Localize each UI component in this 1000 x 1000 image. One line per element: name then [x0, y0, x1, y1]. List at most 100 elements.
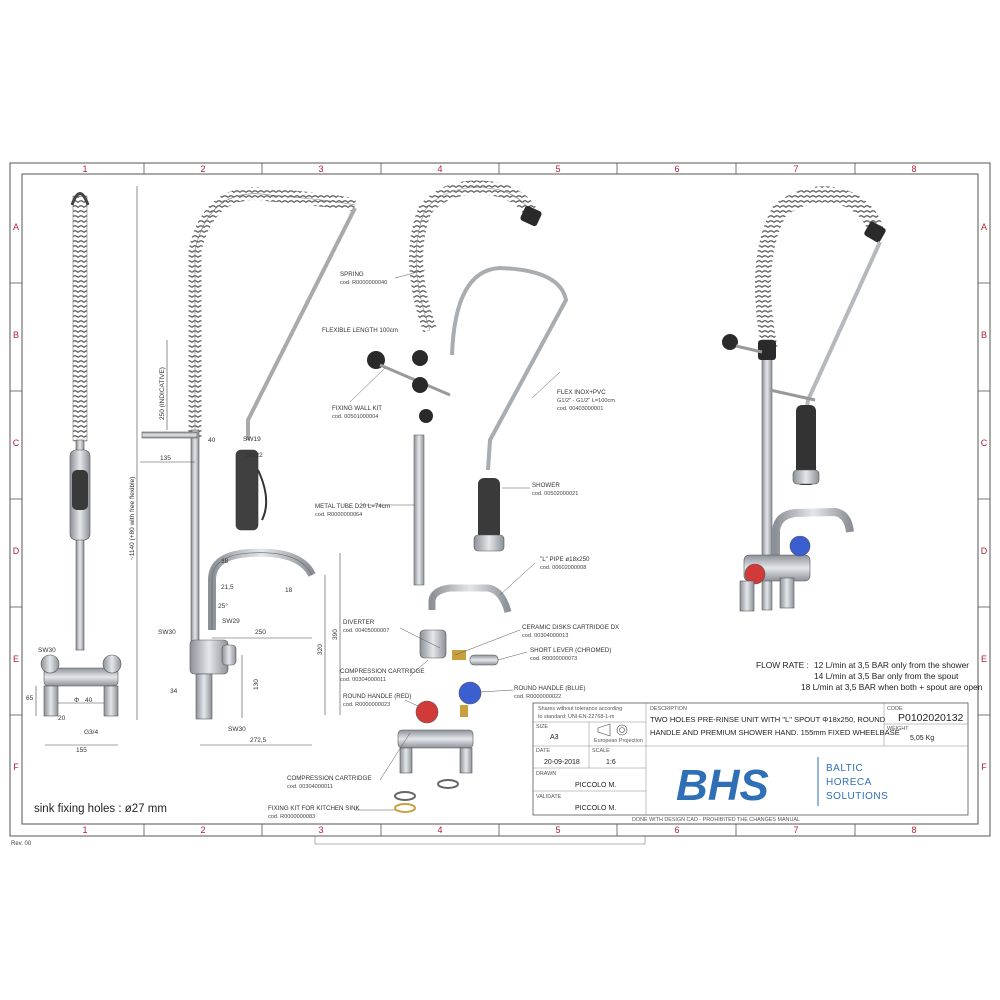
side-d215: 21,5: [221, 584, 234, 591]
metal-tube: [413, 434, 425, 586]
tb-drawn: PICCOLO M.: [575, 782, 616, 789]
flow-rate-line-2: 14 L/min at 3,5 Bar only from the spout: [814, 671, 959, 681]
side-d18: 18: [285, 587, 293, 594]
side-view: ~1140 (+80 with free flexible) 250 (INDI…: [129, 186, 398, 746]
grid-row-a-right: A: [981, 222, 987, 232]
tb-drawn-label: DRAWN: [536, 771, 556, 777]
exploded-shower: [478, 478, 500, 548]
side-d320: 320: [317, 644, 324, 655]
grid-labels-right: A B C D E F: [981, 222, 988, 772]
assembled-spring: [754, 186, 884, 352]
side-indicative: 250 (INDICATIVE): [159, 367, 166, 420]
side-d135: 135: [160, 455, 171, 462]
wall-kit-ring-1: [412, 350, 428, 366]
side-total-height: ~1140 (+80 with free flexible): [129, 477, 136, 560]
front-view: SW30 Φ 40 65 20 G3/4 155: [26, 192, 122, 754]
side-sw30-bottom: SW30: [228, 726, 246, 733]
grid-col-3-top: 3: [318, 164, 323, 174]
tb-weight: 5,05 Kg: [910, 735, 934, 742]
side-lever: [221, 644, 237, 666]
tb-tolerance-2: to standard: UNI-EN-22768-1-m: [538, 714, 615, 720]
grid-row-d-right: D: [981, 546, 988, 556]
revision-strip: [314, 835, 646, 845]
side-shower-lever: [257, 469, 268, 521]
compression-cartridge-1: [460, 705, 468, 717]
assembled-leg-right: [779, 577, 795, 609]
side-d40: 40: [208, 437, 216, 444]
leader-lines: [349, 269, 561, 811]
flex-hose: [450, 265, 569, 471]
company-line-1: BALTIC: [826, 763, 863, 774]
flow-rate: FLOW RATE : 12 L/min at 3,5 BAR only fro…: [756, 660, 983, 692]
part-compression2-name: COMPRESSION CARTRIDGE: [287, 775, 371, 782]
part-fixingkit-code: cod. R0000000083: [268, 814, 315, 820]
part-diverter-code: cod. 00405000007: [343, 628, 389, 634]
fixing-ring-2: [394, 803, 416, 813]
tb-scale: 1:6: [606, 759, 616, 766]
assembled-leg-left: [739, 580, 755, 612]
flow-rate-line-1: 12 L/min at 3,5 BAR only from the shower: [814, 660, 969, 670]
title-block: Shares without tolerance according to st…: [532, 702, 969, 823]
tb-description-label: DESCRIPTION: [650, 706, 687, 712]
front-handle-right: [102, 654, 122, 674]
grid-row-c-right: C: [981, 438, 988, 448]
front-mixer-body: [43, 667, 119, 687]
wall-kit-ring-3: [419, 409, 433, 423]
part-wallkit-name: FIXING WALL KIT: [332, 405, 382, 412]
grid-row-c-left: C: [13, 438, 20, 448]
tb-weight-label: WEIGHT: [887, 726, 909, 732]
grid-row-d-left: D: [13, 546, 20, 556]
front-leg-left: [43, 685, 59, 717]
tb-tolerance-1: Shares without tolerance according: [538, 706, 622, 712]
grid-row-a-left: A: [13, 222, 19, 232]
exploded-shower-nozzle: [473, 534, 505, 552]
side-wall-bracket: [141, 431, 198, 439]
tb-description-1: TWO HOLES PRE-RINSE UNIT WITH "L" SPOUT …: [650, 715, 886, 724]
assembled-spout: [772, 507, 854, 555]
side-d130: 130: [253, 679, 260, 690]
side-sw22: SW22: [245, 452, 263, 459]
part-wallkit-code: cod. 00501000004: [332, 414, 378, 420]
part-tube-name: METAL TUBE D20 L=74cm: [315, 503, 390, 510]
front-riser: [75, 439, 85, 651]
diverter: [419, 629, 447, 659]
grid-col-6-top: 6: [674, 164, 679, 174]
grid-labels-left: A B C D E F: [13, 222, 20, 772]
grid-col-1-bottom: 1: [82, 825, 87, 835]
grid-col-4-bottom: 4: [437, 825, 442, 835]
exploded-spring-outline: [415, 187, 533, 331]
handle-blue: [458, 681, 482, 705]
grid-labels-bottom: 1 2 3 4 5 6 7 8: [82, 825, 916, 835]
grid-col-6-bottom: 6: [674, 825, 679, 835]
grid-col-8-bottom: 8: [911, 825, 916, 835]
side-sw29: SW29: [222, 618, 240, 625]
part-spring-code: cod. R0000000040: [340, 280, 387, 286]
fixing-ring-1: [394, 791, 416, 801]
front-hook: [70, 192, 90, 206]
side-d250: 250: [255, 629, 266, 636]
part-tube-code: cod. R0000000064: [315, 512, 362, 518]
exploded-spring-cap: [520, 205, 542, 227]
side-shower: [235, 449, 259, 531]
part-lpipe-name: "L" PIPE ø18x250: [540, 556, 590, 563]
short-lever: [469, 654, 499, 666]
part-red-handle-name: ROUND HANDLE (RED): [343, 693, 411, 700]
grid-ticks: [10, 163, 990, 836]
grid-col-2-bottom: 2: [200, 825, 205, 835]
grid-col-3-bottom: 3: [318, 825, 323, 835]
front-d65: 65: [26, 695, 34, 702]
side-sw19: SW19: [243, 436, 261, 443]
grid-col-7-top: 7: [793, 164, 798, 174]
part-compression2-code: cod. 00304000011: [287, 784, 333, 790]
l-pipe: [428, 584, 512, 614]
fixing-ring-3: [437, 779, 459, 789]
front-phi: Φ: [74, 697, 79, 704]
bhs-logo: BHS: [676, 761, 769, 810]
assembled-wall-rod: [735, 344, 763, 354]
side-riser: [190, 429, 200, 651]
handle-red: [415, 700, 439, 724]
flow-rate-label: FLOW RATE :: [756, 660, 809, 670]
front-handle-left: [40, 654, 60, 674]
front-sw30: SW30: [38, 647, 56, 654]
part-blue-handle-name: ROUND HANDLE (BLUE): [514, 685, 586, 692]
